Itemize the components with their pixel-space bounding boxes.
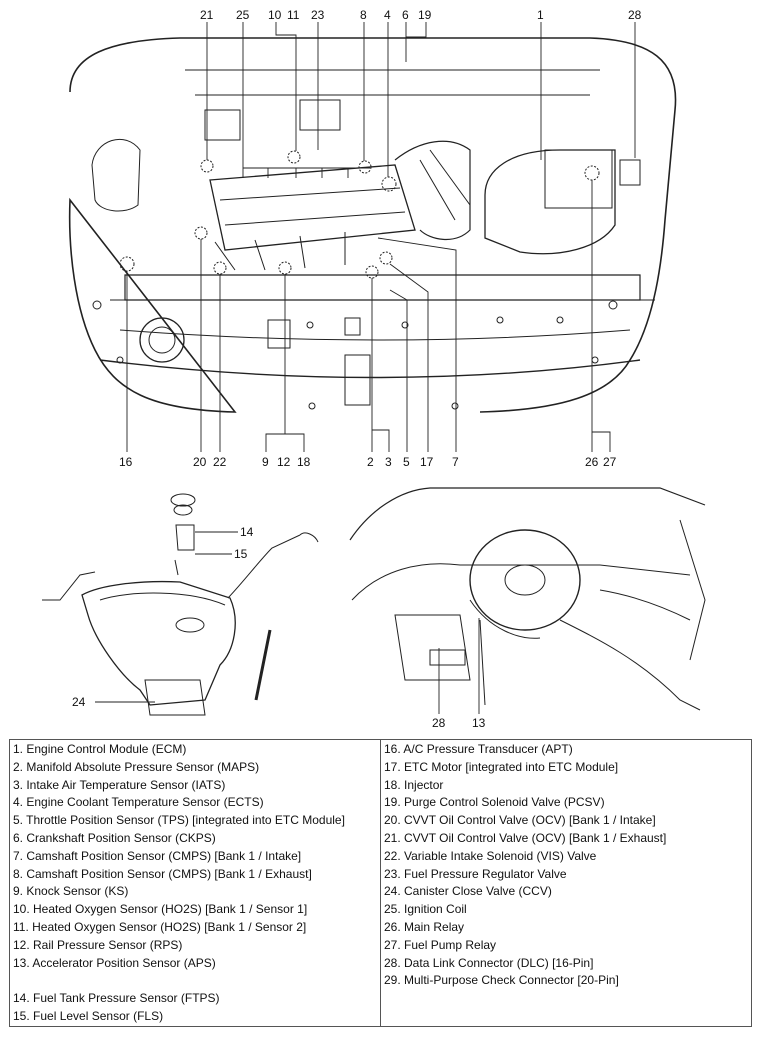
callout-24: 24 bbox=[72, 695, 86, 709]
legend-item: 6. Crankshaft Position Sensor (CKPS) bbox=[13, 830, 216, 845]
callout-26: 26 bbox=[585, 455, 599, 469]
callout-3: 3 bbox=[385, 455, 392, 469]
callout-25: 25 bbox=[236, 8, 250, 22]
callout-28: 28 bbox=[628, 8, 642, 22]
legend-item: 13. Accelerator Position Sensor (APS) bbox=[13, 955, 216, 970]
callout-6: 6 bbox=[402, 8, 409, 22]
callout-21: 21 bbox=[200, 8, 214, 22]
legend-item: 2. Manifold Absolute Pressure Sensor (MA… bbox=[13, 759, 260, 774]
legend-item: 8. Camshaft Position Sensor (CMPS) [Bank… bbox=[13, 866, 312, 881]
legend-item: 25. Ignition Coil bbox=[384, 902, 467, 917]
callout-16: 16 bbox=[119, 455, 133, 469]
legend-item: 15. Fuel Level Sensor (FLS) bbox=[13, 1008, 164, 1023]
legend-item: 27. Fuel Pump Relay bbox=[384, 937, 497, 952]
legend-item: 28. Data Link Connector (DLC) [16-Pin] bbox=[384, 955, 594, 970]
legend-item: 10. Heated Oxygen Sensor (HO2S) [Bank 1 … bbox=[13, 902, 308, 917]
interior-illustration bbox=[349, 487, 706, 711]
fuel-tank-illustration bbox=[42, 493, 319, 716]
legend-item: 3. Intake Air Temperature Sensor (IATS) bbox=[13, 777, 226, 792]
callout-11: 11 bbox=[287, 8, 300, 22]
legend-item: 23. Fuel Pressure Regulator Valve bbox=[384, 866, 567, 881]
legend-item: 22. Variable Intake Solenoid (VIS) Valve bbox=[384, 848, 597, 863]
legend-column-right: 16. A/C Pressure Transducer (APT) 17. ET… bbox=[381, 740, 751, 1026]
callout-27: 27 bbox=[603, 455, 617, 469]
legend-item: 12. Rail Pressure Sensor (RPS) bbox=[13, 937, 183, 952]
callout-19: 19 bbox=[418, 8, 432, 22]
callout-13: 13 bbox=[472, 716, 486, 730]
callout-2: 2 bbox=[367, 455, 374, 469]
legend-column-left: 1. Engine Control Module (ECM) 2. Manifo… bbox=[10, 740, 381, 1026]
callout-28-dlc: 28 bbox=[432, 716, 446, 730]
callout-9: 9 bbox=[262, 455, 269, 469]
callout-14: 14 bbox=[240, 525, 254, 539]
component-legend: 1. Engine Control Module (ECM) 2. Manifo… bbox=[9, 739, 752, 1027]
legend-item: 29. Multi-Purpose Check Connector [20-Pi… bbox=[384, 973, 619, 988]
legend-item: 5. Throttle Position Sensor (TPS) [integ… bbox=[13, 813, 345, 828]
callout-18: 18 bbox=[297, 455, 311, 469]
callout-17: 17 bbox=[420, 455, 434, 469]
legend-item: 18. Injector bbox=[384, 777, 444, 792]
legend-item: 9. Knock Sensor (KS) bbox=[13, 884, 129, 899]
callout-15: 15 bbox=[234, 547, 248, 561]
legend-item: 11. Heated Oxygen Sensor (HO2S) [Bank 1 … bbox=[13, 919, 307, 934]
callout-23: 23 bbox=[311, 8, 325, 22]
legend-spacer bbox=[13, 972, 380, 990]
callout-12: 12 bbox=[277, 455, 291, 469]
callout-5: 5 bbox=[403, 455, 410, 469]
legend-item: 19. Purge Control Solenoid Valve (PCSV) bbox=[384, 795, 605, 810]
legend-item: 14. Fuel Tank Pressure Sensor (FTPS) bbox=[13, 991, 220, 1006]
legend-item: 4. Engine Coolant Temperature Sensor (EC… bbox=[13, 795, 264, 810]
legend-item: 17. ETC Motor [integrated into ETC Modul… bbox=[384, 759, 619, 774]
legend-item: 21. CVVT Oil Control Valve (OCV) [Bank 1… bbox=[384, 830, 667, 845]
callout-8: 8 bbox=[360, 8, 367, 22]
callout-20: 20 bbox=[193, 455, 207, 469]
callout-10: 10 bbox=[268, 8, 282, 22]
legend-item: 20. CVVT Oil Control Valve (OCV) [Bank 1… bbox=[384, 813, 656, 828]
callout-4: 4 bbox=[384, 8, 391, 22]
legend-item: 16. A/C Pressure Transducer (APT) bbox=[384, 742, 573, 756]
legend-item: 7. Camshaft Position Sensor (CMPS) [Bank… bbox=[13, 848, 302, 863]
engine-bay-illustration bbox=[68, 37, 677, 413]
callout-22: 22 bbox=[213, 455, 227, 469]
legend-item: 1. Engine Control Module (ECM) bbox=[13, 742, 187, 756]
legend-item: 26. Main Relay bbox=[384, 919, 465, 934]
legend-item: 24. Canister Close Valve (CCV) bbox=[384, 884, 552, 899]
component-location-drawing bbox=[42, 22, 706, 716]
callout-1: 1 bbox=[537, 8, 544, 22]
callout-7: 7 bbox=[452, 455, 459, 469]
